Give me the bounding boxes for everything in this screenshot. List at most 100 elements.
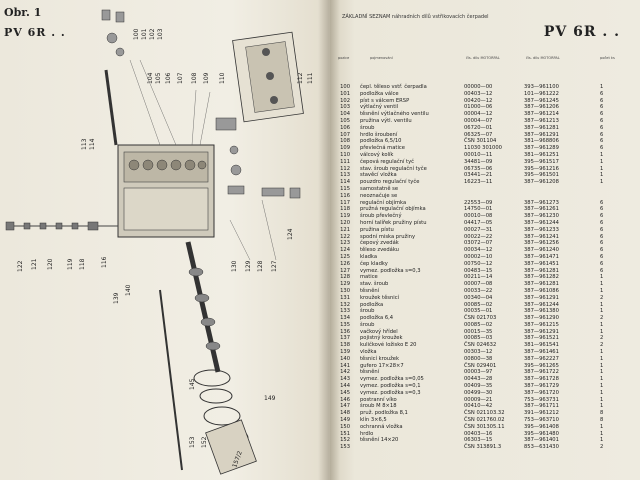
row-part-a: 14750—01 xyxy=(464,206,493,213)
row-name: vymez. podložka s=0,3 xyxy=(360,267,421,274)
row-position: 114 xyxy=(340,179,350,186)
row-name: pružná regulační objímka xyxy=(360,206,426,213)
row-part-b: 393—961100 xyxy=(524,84,559,90)
row-part-a: 00483—15 xyxy=(464,267,493,274)
row-part-a: 00403—16 xyxy=(464,430,493,437)
row-count: 1 xyxy=(600,158,604,165)
row-part-b: 387—961722 xyxy=(524,369,559,376)
row-part-b: 387—961233 xyxy=(524,226,559,233)
row-position: 131 xyxy=(340,294,350,301)
row-name: čepová regulační tyč xyxy=(360,158,415,165)
row-name: vymez. podložka s=0,05 xyxy=(360,376,424,383)
row-count: 6 xyxy=(600,131,604,138)
row-part-a: 00085—02 xyxy=(464,301,493,308)
svg-text:100: 100 xyxy=(133,28,140,40)
row-position: 126 xyxy=(340,260,350,267)
row-name: těsnění 14×20 xyxy=(360,437,399,444)
row-position: 120 xyxy=(340,219,350,226)
row-name: podložka 6,4 xyxy=(360,315,394,322)
row-name: šroub M 8×18 xyxy=(360,403,397,410)
row-part-a: ČSN 021760.02 xyxy=(464,417,505,424)
row-position: 135 xyxy=(340,321,350,328)
row-position: 129 xyxy=(340,281,350,288)
row-position: 151 xyxy=(340,430,350,437)
row-name: těsnění xyxy=(360,287,380,294)
row-part-a: 00004—07 xyxy=(464,117,493,124)
row-position: 127 xyxy=(340,267,350,274)
row-part-b: 387—961208 xyxy=(524,179,559,186)
row-position: 111 xyxy=(340,158,350,165)
row-part-b: 395—961501 xyxy=(524,172,559,179)
row-part-a: 00022—22 xyxy=(464,233,493,240)
row-count: 1 xyxy=(600,281,604,288)
row-part-a: 00002—10 xyxy=(464,253,493,260)
row-part-a: ČSN 313891.3 xyxy=(464,444,502,451)
row-position: 152 xyxy=(340,437,350,444)
row-part-a: 00409—35 xyxy=(464,383,493,390)
row-name: těleso zvedáku xyxy=(360,247,399,254)
row-count: 2 xyxy=(600,444,604,451)
row-position: 128 xyxy=(340,274,350,281)
row-part-a: 00750—12 xyxy=(464,260,493,267)
row-position: 123 xyxy=(340,240,350,247)
row-position: 117 xyxy=(340,199,350,206)
row-position: 141 xyxy=(340,362,350,369)
row-name: vačkový hřídel xyxy=(360,328,398,335)
row-position: 125 xyxy=(340,253,350,260)
row-part-a: 01000—06 xyxy=(464,104,493,111)
svg-text:140: 140 xyxy=(125,284,132,296)
row-part-a: ČSN 024632 xyxy=(464,342,497,349)
row-part-a: 06325—07 xyxy=(464,131,493,138)
row-part-a: 00211—14 xyxy=(464,274,493,281)
row-count: 1 xyxy=(600,396,604,403)
svg-text:111: 111 xyxy=(307,72,314,84)
row-count: 6 xyxy=(600,111,604,118)
row-name: šroub převlečný xyxy=(360,213,402,220)
svg-text:110: 110 xyxy=(219,72,226,84)
row-count: 1 xyxy=(600,321,604,328)
row-position: 150 xyxy=(340,423,350,430)
row-part-a: 00085—03 xyxy=(464,335,493,342)
row-name: kladka xyxy=(360,253,378,260)
row-part-b: 387—961281 xyxy=(524,267,559,274)
row-part-b: 387—961281 xyxy=(524,124,559,131)
svg-text:130: 130 xyxy=(231,260,238,272)
row-name: těsnění výtlačného ventilu xyxy=(360,111,429,118)
row-part-b: 387—961291 xyxy=(524,294,559,301)
row-count: 1 xyxy=(600,179,604,186)
row-part-b: 387—961086 xyxy=(524,287,559,294)
row-count: 1 xyxy=(600,151,604,158)
row-part-b: 387—961261 xyxy=(524,206,559,213)
row-count: 6 xyxy=(600,145,604,152)
row-part-a: 11030 301000 xyxy=(464,145,502,152)
row-part-b: 381—961251 xyxy=(524,151,559,158)
row-part-a: 00499—30 xyxy=(464,389,493,396)
row-part-b: 395—961517 xyxy=(524,158,559,165)
row-position: 134 xyxy=(340,315,350,322)
row-part-a: 00010—08 xyxy=(464,213,493,220)
row-count: 1 xyxy=(600,403,604,410)
row-name: pouzdro regulační tyče xyxy=(360,179,420,186)
row-name: podložka xyxy=(360,301,384,308)
svg-text:106: 106 xyxy=(165,72,172,84)
row-position: 108 xyxy=(340,138,350,145)
row-name: vymez. podložka s=0,1 xyxy=(360,383,421,390)
row-name: hrdlo xyxy=(360,430,374,437)
row-position: 118 xyxy=(340,206,350,213)
row-position: 106 xyxy=(340,124,350,131)
row-part-b: 387—961290 xyxy=(524,315,559,322)
col-pos-header: pozice xyxy=(338,56,350,60)
row-count: 6 xyxy=(600,247,604,254)
row-name: gufero 17×28×7 xyxy=(360,362,404,369)
